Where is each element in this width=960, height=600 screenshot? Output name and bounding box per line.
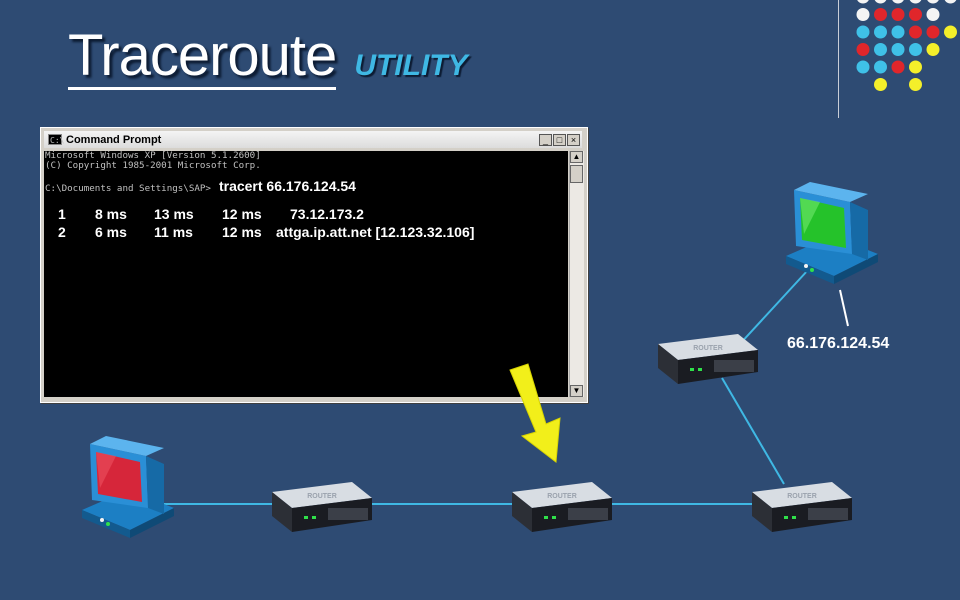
slide-title: Traceroute UTILITY: [68, 23, 468, 90]
scroll-up-icon[interactable]: ▲: [570, 151, 583, 163]
hop-number: 2: [58, 224, 66, 240]
computer-icon-green: [786, 182, 878, 284]
link-router4-destination: [737, 269, 809, 347]
hop-time-3: 12 ms: [222, 206, 262, 222]
router-label: ROUTER: [693, 345, 723, 352]
decor-dot: [926, 25, 940, 39]
decor-dot: [874, 78, 887, 91]
hop-time-1: 6 ms: [95, 224, 127, 240]
ip-label-pointer: [839, 289, 849, 327]
destination-ip-label: 66.176.124.54: [787, 335, 890, 352]
console-output[interactable]: Microsoft Windows XP [Version 5.1.2600] …: [44, 151, 568, 397]
decor-dot: [857, 0, 869, 4]
console-header-line: (C) Copyright 1985-2001 Microsoft Corp.: [45, 160, 261, 171]
cmd-icon: C:\: [48, 134, 65, 145]
decor-dot: [874, 60, 887, 74]
router-icon: ROUTER: [658, 334, 758, 384]
console-header-line: Microsoft Windows XP [Version 5.1.2600]: [45, 151, 261, 161]
router-icon: ROUTER: [272, 482, 372, 532]
decor-dot: [874, 43, 887, 56]
decor-dot: [856, 8, 870, 21]
decor-dot: [909, 60, 922, 74]
decor-dot: [909, 0, 922, 4]
decor-dot: [927, 0, 939, 4]
hop-time-2: 13 ms: [154, 206, 194, 222]
decor-divider: [838, 0, 839, 118]
maximize-button[interactable]: □: [553, 133, 566, 146]
router-label: ROUTER: [547, 493, 577, 500]
decor-dot: [944, 0, 957, 4]
prompt-row: C:\Documents and Settings\SAP> tracert 6…: [44, 178, 356, 194]
decor-dot: [891, 60, 905, 74]
decor-dot: [909, 43, 922, 56]
minimize-button[interactable]: _: [539, 133, 552, 146]
decor-dot: [856, 25, 870, 39]
decor-dot: [874, 0, 887, 4]
decor-dot: [944, 25, 957, 39]
hop-time-2: 11 ms: [154, 224, 193, 240]
router-label: ROUTER: [307, 493, 337, 500]
decor-dot: [856, 43, 870, 56]
decor-dot: [909, 78, 922, 91]
router-icon: ROUTER: [512, 482, 612, 532]
command-prompt-window[interactable]: C:\ Command Prompt _ □ × Microsoft Windo…: [40, 127, 588, 403]
scroll-thumb[interactable]: [570, 165, 583, 183]
decor-dot: [909, 8, 922, 21]
hop-time-1: 8 ms: [95, 206, 127, 222]
decor-dot: [874, 8, 887, 21]
title-sub: UTILITY: [354, 49, 468, 82]
decor-dot: [909, 25, 922, 39]
down-arrow-icon: [509, 363, 561, 463]
decor-dot: [891, 43, 905, 56]
decor-dot: [856, 60, 870, 74]
hop-host: attga.ip.att.net [12.123.32.106]: [276, 224, 475, 240]
hop-host: 73.12.173.2: [290, 206, 364, 222]
title-main: Traceroute: [68, 23, 337, 90]
decor-dot: [891, 25, 905, 39]
router-label: ROUTER: [787, 493, 817, 500]
computer-icon-red: [82, 436, 174, 538]
decor-dots: [856, 0, 957, 91]
decor-dot: [891, 8, 905, 21]
link-router3-router4: [721, 377, 785, 485]
console-command: tracert 66.176.124.54: [218, 178, 356, 194]
hop-time-3: 12 ms: [222, 224, 262, 240]
close-button[interactable]: ×: [567, 133, 580, 146]
decor-dot: [892, 0, 904, 4]
router-icon: ROUTER: [752, 482, 852, 532]
vertical-scrollbar[interactable]: ▲ ▼: [569, 151, 584, 397]
scroll-down-icon[interactable]: ▼: [570, 385, 583, 397]
hop-number: 1: [58, 206, 66, 222]
decor-dot: [874, 25, 887, 39]
window-titlebar[interactable]: C:\ Command Prompt _ □ ×: [44, 131, 582, 148]
console-prompt: C:\Documents and Settings\SAP>: [45, 183, 211, 194]
decor-dot: [926, 43, 940, 56]
decor-dot: [926, 8, 940, 21]
window-title: Command Prompt: [66, 133, 162, 146]
